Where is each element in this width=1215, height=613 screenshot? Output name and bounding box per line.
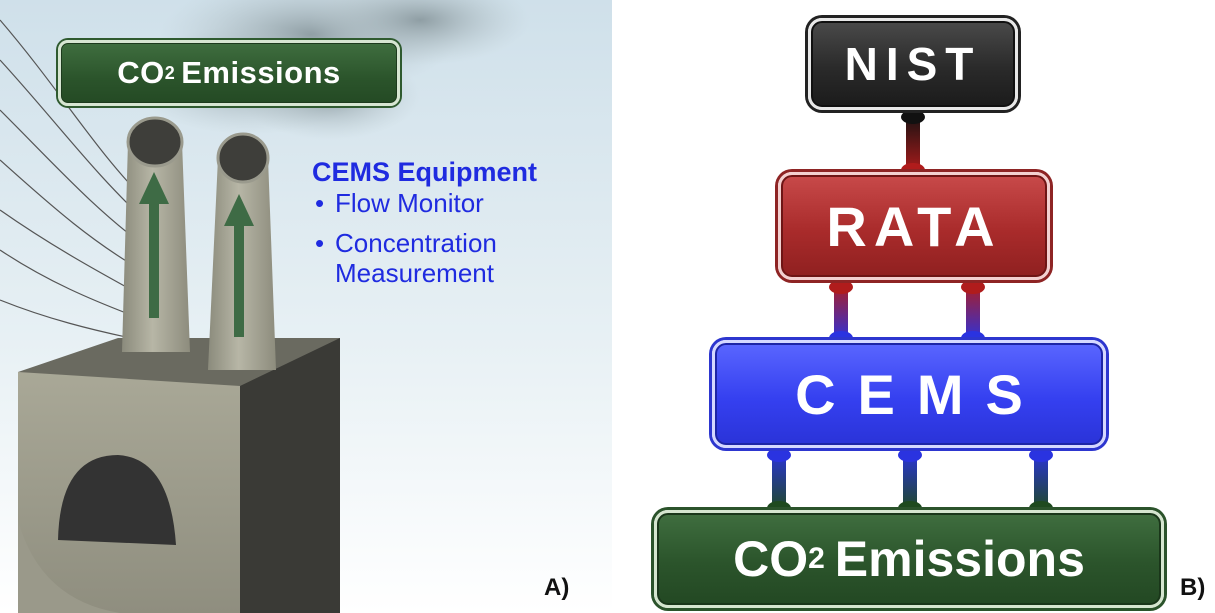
co2-badge-prefix: CO <box>117 55 165 90</box>
factory-ramp <box>18 520 120 613</box>
co2-badge-subscript: 2 <box>164 62 176 83</box>
connector-rata-cems-right <box>961 280 985 345</box>
factory-side <box>240 338 340 613</box>
cems-equipment-title: CEMS Equipment <box>312 157 538 187</box>
panel-b-label: B) <box>1180 574 1206 601</box>
equipment-item-flow-monitor: • Flow Monitor <box>312 188 575 218</box>
smokestack-right-top <box>216 132 270 184</box>
co2-node-suffix: Emissions <box>834 531 1085 587</box>
rata-node: RATA <box>778 172 1050 280</box>
smokestack-left-top <box>126 116 184 168</box>
panel-a-label: A) <box>544 574 570 601</box>
co2-node-prefix: CO <box>733 531 809 587</box>
cems-node: CEMS <box>712 340 1106 448</box>
connector-cems-co2-left <box>767 448 791 515</box>
cems-equipment-list: CEMS Equipment • Flow Monitor • Concentrat… <box>312 156 575 288</box>
co2-badge-suffix: Emissions <box>181 55 341 90</box>
connector-nist-rata <box>901 110 925 177</box>
cems-label: CEMS <box>795 362 1045 426</box>
bullet-icon: • <box>315 188 325 218</box>
connector-cems-co2-middle <box>898 448 922 515</box>
connector-rata-cems-left <box>829 280 853 345</box>
factory-door <box>58 455 176 545</box>
equipment-item-concentration: • Concentration Measurement <box>312 228 575 288</box>
rata-label: RATA <box>826 194 1002 258</box>
bullet-icon: • <box>315 228 325 258</box>
nist-label: NIST <box>844 38 982 90</box>
equipment-item-label: Concentration Measurement <box>335 228 497 288</box>
co2-node-subscript: 2 <box>808 542 825 575</box>
equipment-item-label: Flow Monitor <box>335 188 484 218</box>
nist-node: NIST <box>808 18 1018 110</box>
connector-cems-co2-right <box>1029 448 1053 515</box>
upward-arrows <box>139 172 254 337</box>
